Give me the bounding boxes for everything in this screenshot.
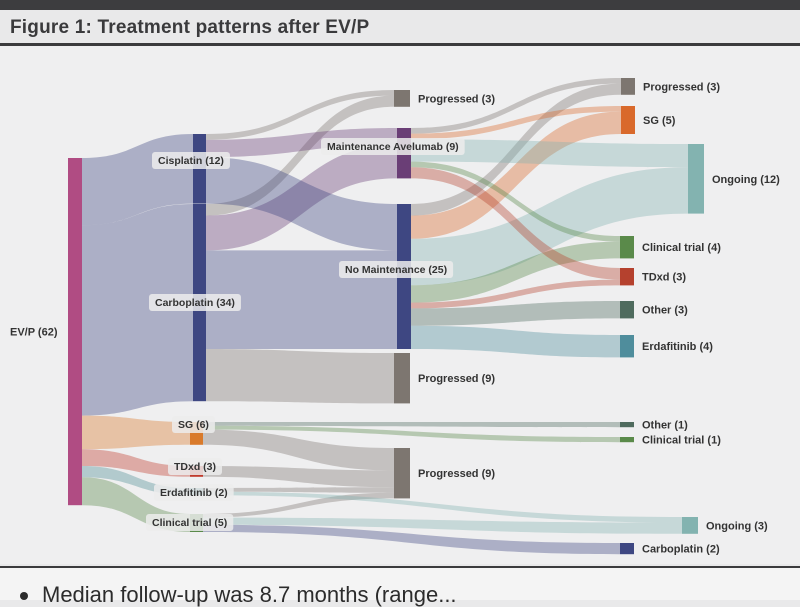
sankey-link-nomaint-to-sg2 (411, 111, 621, 239)
node-bar-erda2 (620, 335, 634, 358)
node-label-nomaint: No Maintenance (25) (345, 264, 447, 276)
sankey-link-carbo-to-prog_b (206, 349, 394, 404)
sankey-labels: EV/P (62) Cisplatin (12) Carboplatin (34) S… (10, 81, 780, 555)
node-label-ongoing1: Ongoing (12) (712, 174, 780, 186)
node-label-prog_b: Progressed (9) (418, 373, 495, 385)
sankey-link-erda1-to-ongoing2 (203, 491, 682, 523)
sankey-link-carbo-to-prog_a (206, 95, 394, 216)
node-bar-ct2 (620, 236, 634, 259)
node-bar-ongoing1 (688, 144, 704, 214)
top-bar (0, 0, 800, 10)
node-bar-sg2 (621, 106, 635, 134)
sankey-link-cis-to-maint (206, 128, 397, 158)
node-label-sg1: SG (6) (178, 419, 209, 431)
node-label-erda2: Erdafitinib (4) (642, 341, 713, 353)
sankey-link-maint-to-ct2 (411, 161, 620, 242)
node-bar-ongoing2 (682, 517, 698, 534)
sankey-link-sg1-to-ct3 (203, 425, 620, 443)
sankey-link-nomaint-to-prog_d (411, 83, 621, 216)
sankey-link-tdxd1-to-prog_c (203, 466, 394, 488)
node-bar-prog_a (394, 90, 410, 107)
node-label-tdxd2: TDxd (3) (642, 272, 686, 284)
sankey-link-erda1-to-prog_c (203, 487, 394, 493)
sankey-link-maint-to-sg2 (411, 106, 621, 140)
footer-text: Median follow-up was 8.7 months (range..… (42, 582, 457, 607)
sankey-link-carbo-to-maint (206, 144, 397, 251)
node-label-sg2: SG (5) (643, 115, 676, 127)
node-label-other2: Other (1) (642, 420, 688, 432)
sankey-link-evp-to-carbo (82, 204, 193, 416)
label-pill-tdxd1 (168, 458, 222, 475)
node-label-erda1: Erdafitinib (2) (160, 487, 228, 499)
label-pill-maint (321, 138, 465, 155)
node-label-evp: EV/P (62) (10, 327, 58, 339)
node-label-ct2: Clinical trial (4) (642, 242, 721, 254)
sankey-link-ct1-to-prog_c (203, 492, 394, 518)
sankey-link-nomaint-to-erda2 (411, 325, 620, 358)
node-bar-prog_c (394, 448, 410, 499)
sankey-link-cis-to-nomaint (206, 157, 397, 251)
sankey-links (82, 78, 688, 555)
sankey-link-sg1-to-prog_c (203, 429, 394, 471)
label-pill-nomaint (339, 261, 454, 278)
footer-divider (0, 566, 800, 568)
node-bar-other1 (620, 301, 634, 319)
sankey-link-evp-to-tdxd1 (82, 449, 190, 477)
sankey-link-sg1-to-other2 (203, 422, 620, 428)
node-label-ct1: Clinical trial (5) (152, 517, 227, 529)
footer-band (0, 568, 800, 600)
node-label-cis: Cisplatin (12) (158, 155, 224, 167)
sankey-link-nomaint-to-other1 (411, 301, 620, 326)
sankey-link-maint-to-ongoing1 (411, 139, 688, 168)
node-label-prog_c: Progressed (9) (418, 468, 495, 480)
sankey-diagram: EV/P (62) Cisplatin (12) Carboplatin (34) S… (0, 46, 800, 564)
footer-bullet: Median follow-up was 8.7 months (range..… (20, 584, 457, 606)
sankey-link-nomaint-to-ct2 (411, 241, 620, 303)
sankey-nodes (68, 78, 704, 555)
node-bar-prog_d (621, 78, 635, 95)
sankey-link-maint-to-prog_d (411, 78, 621, 134)
sankey-link-ct1-to-carbo2 (203, 524, 620, 555)
node-bar-ct3 (620, 437, 634, 443)
label-pill-carbo (149, 294, 241, 311)
node-label-tdxd1: TDxd (3) (174, 461, 216, 473)
title-divider (0, 43, 800, 46)
node-label-carbo: Carboplatin (34) (155, 297, 235, 309)
label-pill-cis (152, 152, 230, 169)
node-bar-evp (68, 158, 82, 506)
sankey-link-nomaint-to-ongoing1 (411, 167, 688, 286)
label-pill-ct1 (146, 514, 234, 531)
node-label-prog_a: Progressed (3) (418, 93, 495, 105)
node-bar-tdxd2 (620, 268, 634, 286)
figure-title: Figure 1: Treatment patterns after EV/P (10, 17, 370, 38)
sankey-link-cis-to-prog_a (206, 90, 394, 140)
sankey-link-nomaint-to-tdxd2 (411, 279, 620, 309)
node-bar-prog_b (394, 353, 410, 404)
node-label-ongoing2: Ongoing (3) (706, 520, 768, 532)
node-label-maint: Maintenance Avelumab (9) (327, 141, 459, 153)
node-bar-other2 (620, 422, 634, 428)
label-pill-erda1 (154, 484, 234, 501)
label-pill-sg1 (172, 416, 215, 433)
sankey-link-ct1-to-ongoing2 (203, 517, 682, 534)
sankey-link-maint-to-tdxd2 (411, 167, 620, 280)
sankey-link-evp-to-sg1 (82, 415, 190, 450)
node-label-carbo2: Carboplatin (2) (642, 544, 720, 556)
node-bar-carbo2 (620, 543, 634, 555)
node-label-other1: Other (3) (642, 305, 688, 317)
node-label-ct3: Clinical trial (1) (642, 435, 721, 447)
bullet-dot (20, 592, 28, 601)
node-label-prog_d: Progressed (3) (643, 81, 720, 93)
